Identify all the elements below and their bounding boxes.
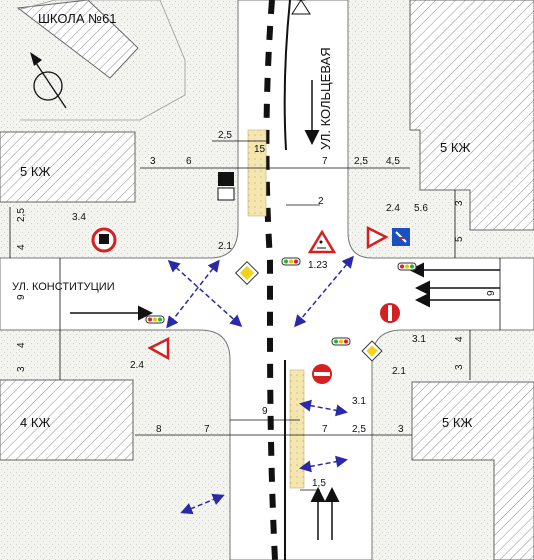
sign-give-way-icon [366, 225, 389, 250]
dim-label: 6 [186, 156, 192, 167]
building-school [16, 0, 139, 79]
sign-main-road-icon [234, 260, 260, 286]
arrow-north [291, 0, 311, 15]
dimension-lines [9, 140, 501, 491]
building-school-plot [17, 0, 186, 121]
dim-label: 8 [156, 424, 162, 435]
dim-label: 9 [262, 406, 268, 417]
dim-label: 4 [454, 336, 465, 342]
sign-label: 5.6 [414, 203, 428, 214]
building-ne [409, 0, 534, 231]
label-street-koltsevaya: УЛ. КОЛЬЦЕВАЯ [318, 47, 333, 150]
sign-label: 3.4 [72, 212, 86, 223]
sign-no-entry-icon [380, 303, 400, 323]
traffic-light-icon [397, 262, 417, 271]
label-block-ne: 5 КЖ [440, 140, 470, 155]
sign-label: 2.4 [386, 203, 400, 214]
dim-label: 2,5 [16, 208, 27, 222]
sign-give-way-icon [147, 336, 170, 361]
dim-label: 2,5 [352, 424, 366, 435]
traffic-light-icon [281, 257, 301, 266]
dim-label: 2,5 [354, 156, 368, 167]
zebra-north [247, 129, 267, 217]
sign-label: 1.23 [308, 260, 328, 271]
pedestrian-routes [166, 255, 354, 515]
sign-label: 3.1 [352, 396, 366, 407]
sign-label: 2.4 [130, 360, 144, 371]
label-block-se: 5 КЖ [442, 415, 472, 430]
dim-label: 4 [16, 244, 27, 250]
building-nw [0, 131, 136, 203]
building-se [411, 381, 534, 560]
center-markings [263, 0, 291, 560]
dim-label: 3 [150, 156, 156, 167]
dim-label: 2,5 [218, 130, 232, 141]
sign-one-way-icon [392, 228, 410, 246]
sign-label: 2.1 [218, 241, 232, 252]
sign-label: 3.1 [412, 334, 426, 345]
dim-label: 3 [454, 364, 465, 370]
label-block-nw: 5 КЖ [20, 164, 50, 179]
label-block-sw: 4 КЖ [20, 415, 50, 430]
traffic-light-icon [145, 315, 165, 324]
dim-label: 7 [322, 424, 328, 435]
label-school: ШКОЛА №61 [38, 11, 117, 26]
dim-label: 4 [16, 342, 27, 348]
dim-label: 3 [398, 424, 404, 435]
lane-arrows-south [310, 487, 340, 540]
pedestrian-crossing-icon [307, 229, 337, 254]
dim-label: 9 [486, 290, 497, 296]
kiosk [218, 172, 234, 186]
dim-label: 2 [318, 196, 324, 207]
sign-main-road-icon [361, 340, 383, 362]
dim-label: 15 [254, 144, 266, 155]
kiosk-2 [217, 187, 235, 201]
dim-label: 3 [454, 200, 465, 206]
zebra-south [289, 369, 305, 489]
north-arrow-icon [30, 52, 67, 109]
dim-label: 3 [16, 366, 27, 372]
label-street-konstitutsii: УЛ. КОНСТИТУЦИИ [12, 281, 115, 293]
dim-label: 4,5 [386, 156, 400, 167]
dim-label: 5 [454, 236, 465, 242]
dim-label: 9 [16, 294, 27, 300]
sign-label: 2.1 [392, 366, 406, 377]
lane-arrows-east [409, 262, 500, 308]
dim-label: 1,5 [312, 478, 326, 489]
dim-label: 7 [322, 156, 328, 167]
sign-no-trucks-icon [91, 227, 117, 253]
building-sw [0, 379, 134, 461]
sign-no-entry-icon [312, 364, 332, 384]
traffic-light-icon [331, 337, 351, 346]
dim-label: 7 [204, 424, 210, 435]
